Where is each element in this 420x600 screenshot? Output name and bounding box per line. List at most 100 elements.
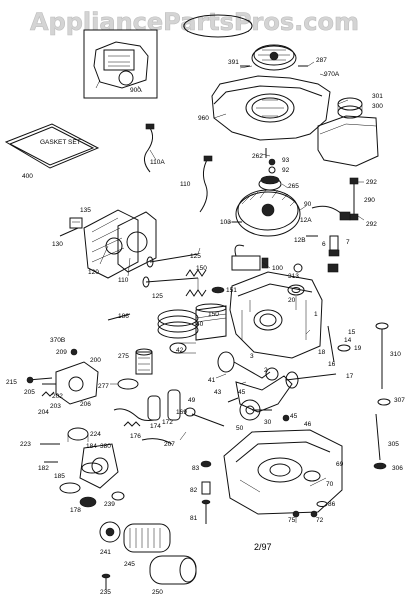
flywheel-nut-93[interactable]: [268, 158, 276, 174]
gear-19[interactable]: [337, 344, 351, 352]
spacer-277[interactable]: [110, 378, 139, 390]
starter-cup-265[interactable]: [258, 175, 282, 191]
label-313: 313: [288, 273, 299, 280]
label-135: 135: [80, 207, 91, 214]
filter-element-245[interactable]: [123, 523, 171, 553]
bolt-75[interactable]: [292, 510, 300, 523]
engine-assembly-900[interactable]: [83, 29, 158, 99]
label-203: 203: [50, 403, 61, 410]
bushing-209[interactable]: [70, 348, 78, 356]
label-301: 301: [372, 93, 383, 100]
ignition-module-12A[interactable]: [311, 205, 351, 221]
dipstick-tube-305[interactable]: [375, 413, 381, 461]
label-90: 90: [304, 201, 312, 208]
governor-gear-50[interactable]: [184, 407, 225, 427]
ground-wire-110A[interactable]: [144, 123, 155, 173]
label-49: 49: [188, 397, 196, 404]
piston-rings-150[interactable]: [157, 309, 199, 339]
seal-313[interactable]: [293, 263, 303, 273]
piston-pin-42[interactable]: [169, 342, 196, 354]
float-185[interactable]: [59, 482, 81, 494]
starter-pulley[interactable]: [251, 44, 297, 71]
label-82: 82: [190, 487, 198, 494]
part-labels: 391 287 970A 900 301 300 960 400 110A 11…: [6, 57, 405, 596]
recoil-starter-rope[interactable]: [183, 14, 253, 38]
pin-46[interactable]: [282, 414, 290, 422]
drain-plug-72[interactable]: [310, 510, 318, 518]
head-gasket[interactable]: [117, 211, 157, 273]
fuel-line-290[interactable]: [349, 177, 359, 221]
fuel-tank-300[interactable]: [317, 115, 379, 167]
oring-307[interactable]: [377, 398, 391, 406]
bolt-81[interactable]: [201, 499, 211, 524]
spring-176[interactable]: [123, 421, 141, 427]
fuel-cap-301[interactable]: [337, 97, 363, 119]
label-83: 83: [192, 465, 200, 472]
choke-lever-202[interactable]: [26, 376, 53, 384]
label-223: 223: [20, 441, 31, 448]
carburetor-200[interactable]: [42, 361, 99, 405]
valve-125b[interactable]: [142, 276, 199, 288]
rod-186[interactable]: [107, 313, 131, 321]
valve-125a[interactable]: [146, 253, 199, 268]
label-305: 305: [388, 441, 399, 448]
screw-235[interactable]: [101, 573, 111, 590]
oring-239[interactable]: [111, 491, 125, 501]
label-14: 14: [344, 337, 352, 344]
spark-plug-boot-7[interactable]: [327, 263, 339, 273]
bolt-83[interactable]: [200, 460, 212, 468]
bolt-82[interactable]: [201, 481, 211, 495]
label-120: 120: [88, 269, 99, 276]
cylinder-block-1[interactable]: [229, 271, 323, 359]
label-41: 41: [208, 377, 216, 384]
oil-seal-70[interactable]: [303, 470, 321, 482]
label-215: 215: [6, 379, 17, 386]
label-178: 178: [70, 507, 81, 514]
primer-224[interactable]: [67, 427, 89, 442]
label-45a: 45: [238, 389, 246, 396]
gasket-set-400[interactable]: GASKET SET: [4, 123, 100, 169]
tappet-45[interactable]: [227, 397, 239, 403]
valve-retainer-151[interactable]: [211, 286, 225, 294]
label-70: 70: [326, 481, 334, 488]
washer-86[interactable]: [316, 501, 328, 507]
cylinder-head-120[interactable]: [83, 209, 139, 279]
label-970A: 970A: [324, 71, 340, 78]
dipstick-310[interactable]: [375, 322, 389, 389]
ground-wire-110[interactable]: [199, 155, 213, 213]
ignition-coil-100[interactable]: [231, 244, 269, 271]
label-310: 310: [390, 351, 401, 358]
breather-135[interactable]: [69, 217, 83, 229]
piston-40[interactable]: [195, 303, 227, 341]
air-cleaner-cover-250[interactable]: [149, 555, 197, 585]
oil-sump-69[interactable]: [223, 429, 343, 515]
bowl-gasket-184[interactable]: [81, 462, 103, 474]
label-110b: 110: [118, 277, 129, 284]
flywheel-90[interactable]: [235, 189, 301, 237]
retainer-41[interactable]: [217, 351, 235, 373]
bolt-130[interactable]: [59, 227, 79, 237]
connecting-rod-3[interactable]: [233, 361, 279, 381]
label-900: 900: [130, 87, 141, 94]
carb-body-380[interactable]: [79, 443, 119, 489]
intake-gasket-172[interactable]: [147, 395, 161, 421]
linkage-207[interactable]: [141, 438, 173, 445]
intake-gasket-169[interactable]: [167, 389, 181, 421]
fuel-filter-275[interactable]: [135, 348, 153, 375]
label-40: 40: [196, 321, 204, 328]
blower-housing-960[interactable]: [211, 75, 331, 141]
label-125a: 125: [190, 253, 201, 260]
valve-spring-150[interactable]: [185, 269, 207, 297]
tube-seal-306[interactable]: [373, 462, 387, 470]
bowl-178[interactable]: [79, 496, 97, 508]
intake-tube-174[interactable]: [113, 408, 155, 421]
camshaft-30[interactable]: [239, 399, 272, 421]
air-filter-base-241[interactable]: [99, 521, 121, 543]
dipstick-tube-14[interactable]: [327, 325, 335, 363]
label-1: 1: [314, 311, 318, 318]
spring-203[interactable]: [41, 391, 55, 397]
label-7: 7: [346, 239, 350, 246]
label-86: 86: [328, 501, 336, 508]
crankshaft-2[interactable]: [235, 371, 337, 413]
spark-plug-6[interactable]: [328, 235, 340, 257]
